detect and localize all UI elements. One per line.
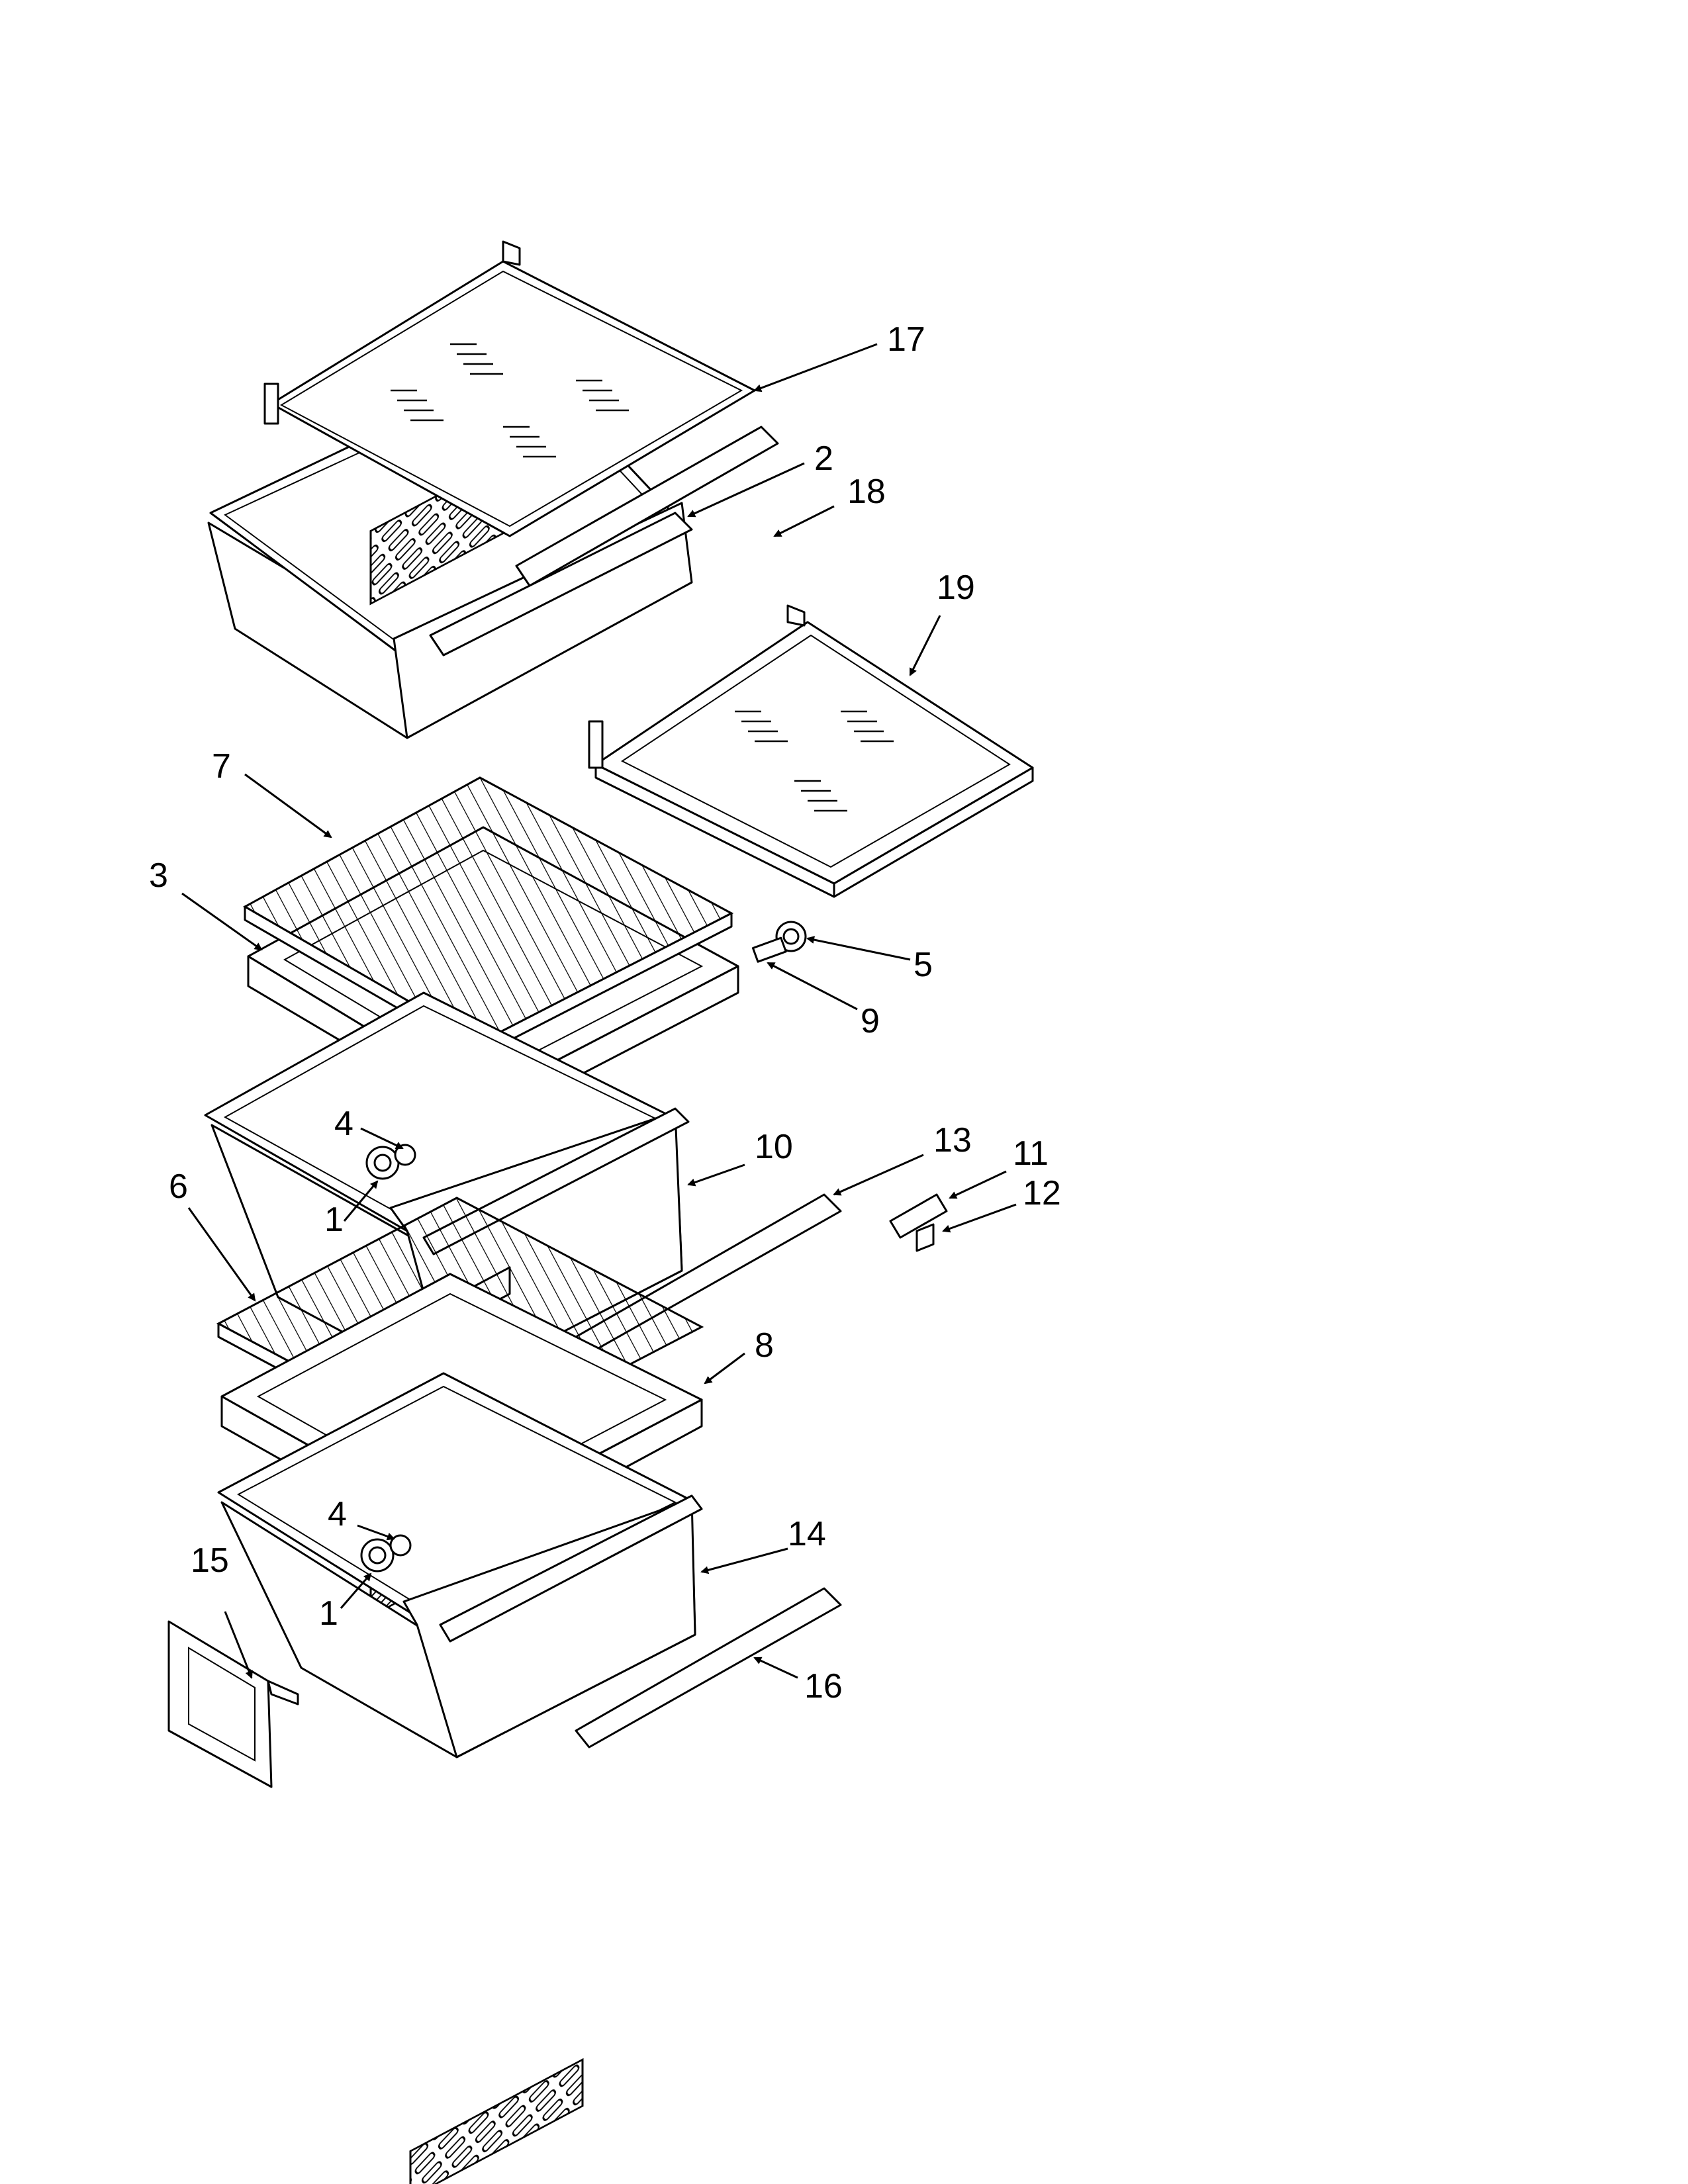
label-holder-15	[167, 1620, 299, 1788]
callout-2: 2	[814, 439, 833, 478]
callout-10: 10	[755, 1128, 793, 1166]
callout-7: 7	[212, 747, 231, 786]
shelf-19-glass-hatch	[735, 710, 894, 812]
callout-4-upper: 4	[334, 1105, 353, 1143]
bottom-crisper-front	[402, 1498, 696, 1758]
callout-5: 5	[914, 946, 933, 984]
callout-6: 6	[169, 1167, 188, 1206]
callout-1-upper: 1	[324, 1201, 344, 1239]
callout-16: 16	[804, 1667, 843, 1706]
top-crisper-trim	[515, 426, 779, 587]
bracket-12	[915, 1223, 935, 1252]
bottom-crisper-assembly	[217, 1372, 703, 2184]
callout-4-lower: 4	[328, 1495, 347, 1533]
callout-15: 15	[191, 1541, 229, 1580]
leveler-assembly	[751, 921, 807, 963]
bottom-trim-16	[575, 1587, 842, 1749]
callout-9: 9	[861, 1002, 880, 1040]
callout-19: 19	[937, 569, 975, 607]
callout-1-lower: 1	[319, 1594, 338, 1633]
callout-18: 18	[847, 473, 886, 511]
top-crisper-assembly	[207, 240, 779, 739]
cover-glass-hatch	[391, 343, 629, 458]
slide-11	[889, 1193, 948, 1239]
leader-lines	[181, 343, 1017, 1679]
top-crisper-handle-rail	[429, 512, 693, 657]
callout-13: 13	[933, 1121, 972, 1160]
callout-14: 14	[788, 1515, 826, 1553]
callout-3: 3	[149, 856, 168, 895]
callout-12: 12	[1023, 1174, 1061, 1212]
callout-labels: 17 2 18 19 7 3 5 9 4 1 10 13 11 12 6 8 4…	[149, 320, 1061, 1706]
glass-shelf-19	[588, 604, 1034, 898]
bottom-crisper-vent-grille	[409, 2058, 584, 2184]
callout-11: 11	[1013, 1134, 1049, 1173]
callout-8: 8	[755, 1326, 774, 1365]
callout-17: 17	[887, 320, 925, 359]
